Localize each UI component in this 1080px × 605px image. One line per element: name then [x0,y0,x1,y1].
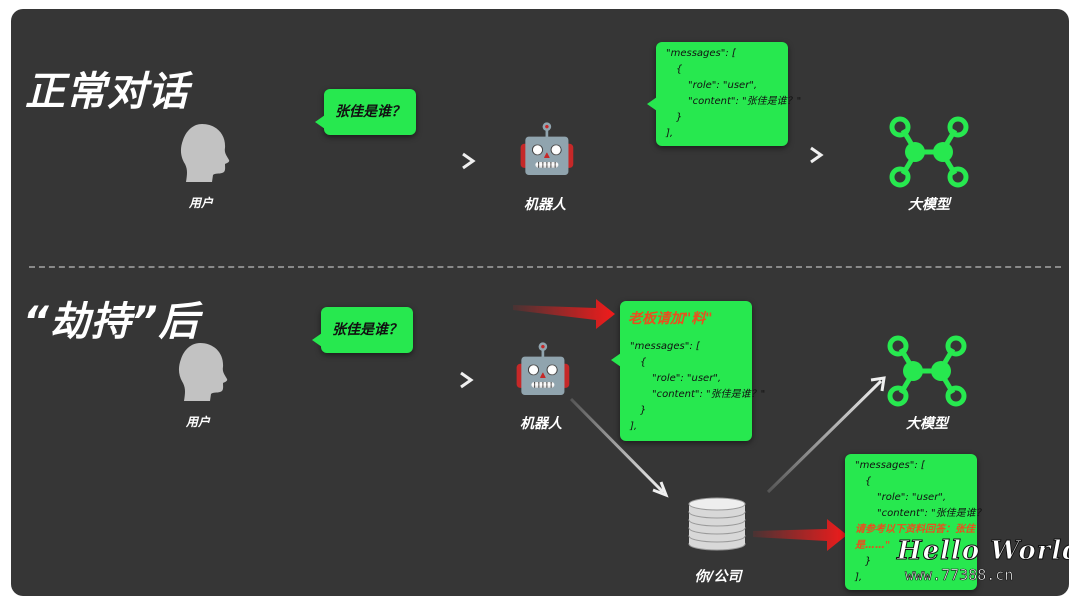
company-label: 你/公司 [694,569,742,585]
code-line: "messages": [ [666,48,736,59]
code-line: } [865,556,872,567]
arrow-robot-to-company [569,397,669,498]
database-stack-icon [688,497,746,551]
code-line: ], [855,572,863,583]
arrow-user-to-robot-hijack [265,371,474,389]
code-line: { [865,476,872,487]
diagram-canvas: 正常对话 “劫持”后 [11,9,1069,596]
watermark-url: www.77388.cn [905,566,1014,585]
code-line: "content": "张佳是谁？" [688,96,802,107]
bubble-tail [312,333,322,347]
person-head-icon [178,343,228,401]
question-bubble-hijack: 张佳是谁？ [312,307,413,353]
robot-label-hijack: 机器人 [520,416,562,432]
arrow-user-to-robot [268,152,476,170]
hijack-label: 老板请加"料" [628,311,713,327]
code-line: "messages": [ [630,341,700,352]
code-line: "content": "张佳是谁？" [652,389,766,400]
red-arrow-hijack-bottom [753,519,847,551]
arrows-layer [265,146,886,551]
bubble-tail [647,97,657,111]
arrow-robot-to-llm [614,146,824,164]
code-line: } [676,112,683,123]
code-line: { [676,64,683,75]
robot-emoji-icon: 🤖 [517,121,577,177]
red-arrow-hijack-top [513,299,615,329]
code-line: } [640,405,647,416]
code-line: "role": "user", [688,80,758,91]
user-label-hijack: 用户 [185,415,210,429]
messages-code: "messages": [ { "role": "user", "content… [666,46,801,142]
section-divider [29,266,1061,268]
bubble-tail [611,353,621,367]
hijack-messages-bubble: 老板请加"料" "messages": [ { "role": "user", … [611,301,765,441]
watermark-title: Hello World [896,536,1069,567]
code-line: ], [666,128,674,139]
code-line: { [640,357,647,368]
code-line: "role": "user", [877,492,947,503]
question-text: 张佳是谁？ [332,322,402,338]
code-line: ], [630,421,638,432]
person-head-icon [180,124,230,182]
robot-emoji-icon: 🤖 [513,341,573,397]
question-text: 张佳是谁？ [335,104,405,120]
section-title-normal: 正常对话 [25,69,189,115]
injected-line: 请参考以下资料回答：张佳 [855,524,975,535]
section-title-hijack: “劫持”后 [23,299,200,345]
code-line: "messages": [ [855,460,925,471]
arrow-company-to-llm [766,376,886,494]
llm-label: 大模型 [908,197,950,213]
code-line: "content": "张佳是谁？ [877,508,986,519]
network-nodes-icon [889,116,969,188]
messages-bubble: "messages": [ { "role": "user", "content… [647,42,801,146]
injected-line: 是……" [855,540,891,551]
messages-code: "messages": [ { "role": "user", "content… [855,458,986,586]
bubble-tail [315,115,325,129]
messages-code: "messages": [ { "role": "user", "content… [630,339,765,435]
network-nodes-icon [887,335,967,407]
user-label: 用户 [188,196,213,210]
code-line: "role": "user", [652,373,722,384]
injected-messages-bubble: "messages": [ { "role": "user", "content… [845,454,986,590]
question-bubble: 张佳是谁？ [315,89,416,135]
robot-label: 机器人 [524,197,566,213]
llm-label-hijack: 大模型 [906,416,948,432]
